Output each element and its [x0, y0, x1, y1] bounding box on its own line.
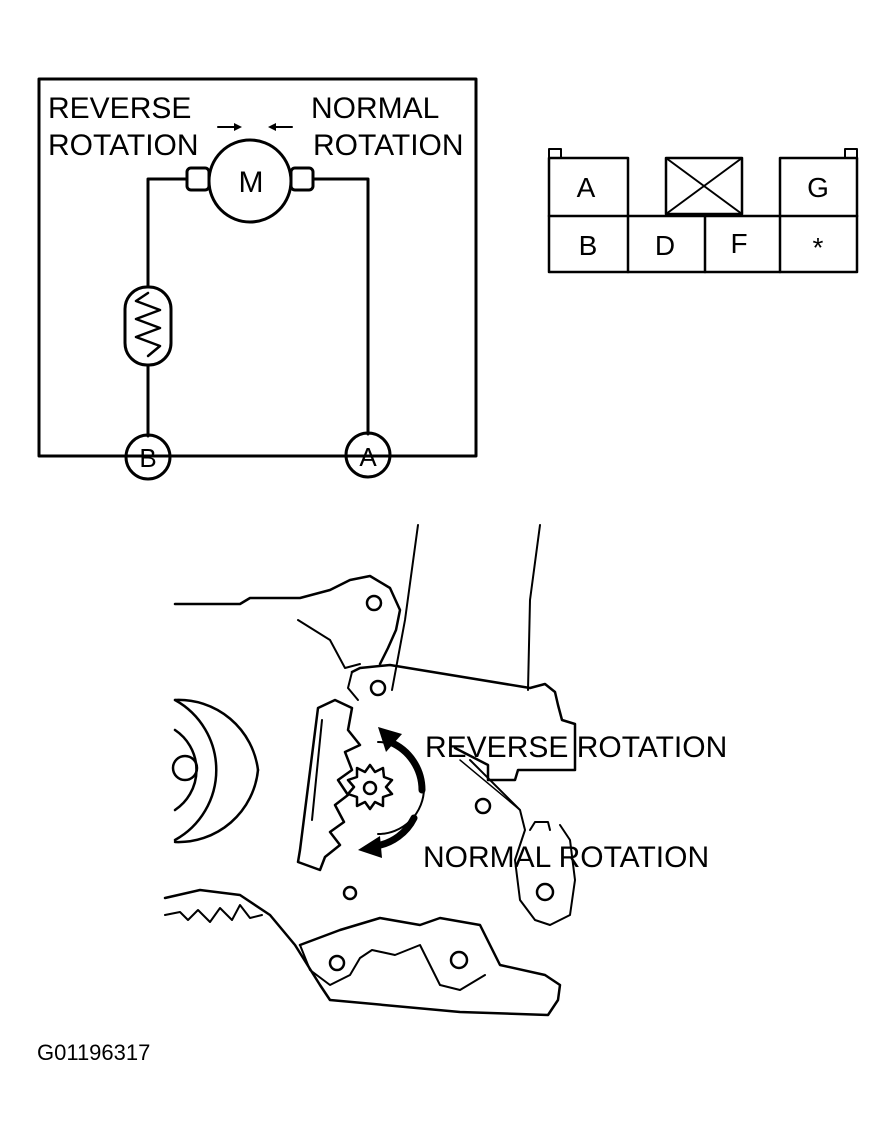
motor-symbol: M	[185, 138, 315, 224]
normal-rotation-label: NORMAL ROTATION	[311, 92, 464, 162]
mechanism-normal-label: NORMAL ROTATION	[423, 841, 709, 874]
connector-pin-a: A	[577, 172, 596, 203]
rotation-arrows-mechanism	[358, 727, 426, 858]
wire-left	[146, 177, 189, 289]
ptc-thermistor	[123, 285, 173, 367]
reverse-rotation-label: REVERSE ROTATION	[48, 92, 200, 162]
circuit-frame	[37, 77, 478, 458]
terminal-a: A	[344, 431, 392, 479]
connector-pin-b: B	[579, 230, 598, 261]
drive-wheel	[171, 698, 260, 844]
wire-right	[311, 177, 370, 436]
connector-pin-blank: *	[813, 232, 824, 263]
circuit-diagram: M REVERSE ROTATION NORMAL ROTATION B	[37, 77, 478, 481]
connector-pin-g: G	[807, 172, 829, 203]
mechanism-reverse-label: REVERSE ROTATION	[425, 731, 727, 764]
terminal-a-label: A	[359, 442, 377, 472]
blocked-cavity-icon	[664, 156, 744, 216]
gear-rack	[296, 698, 362, 872]
connector-face: A G B D F *	[547, 148, 859, 274]
figure-id: G01196317	[37, 1040, 150, 1065]
lower-lever	[163, 885, 562, 1017]
rotation-arrows	[217, 123, 293, 131]
terminal-b-label: B	[139, 443, 156, 473]
terminal-b: B	[124, 433, 172, 481]
connector-pin-d: D	[655, 230, 675, 261]
motor-label: M	[239, 166, 264, 199]
mechanism-drawing: REVERSE ROTATION NORMAL ROTATION	[163, 524, 727, 1017]
connector-pin-f: F	[730, 228, 747, 259]
